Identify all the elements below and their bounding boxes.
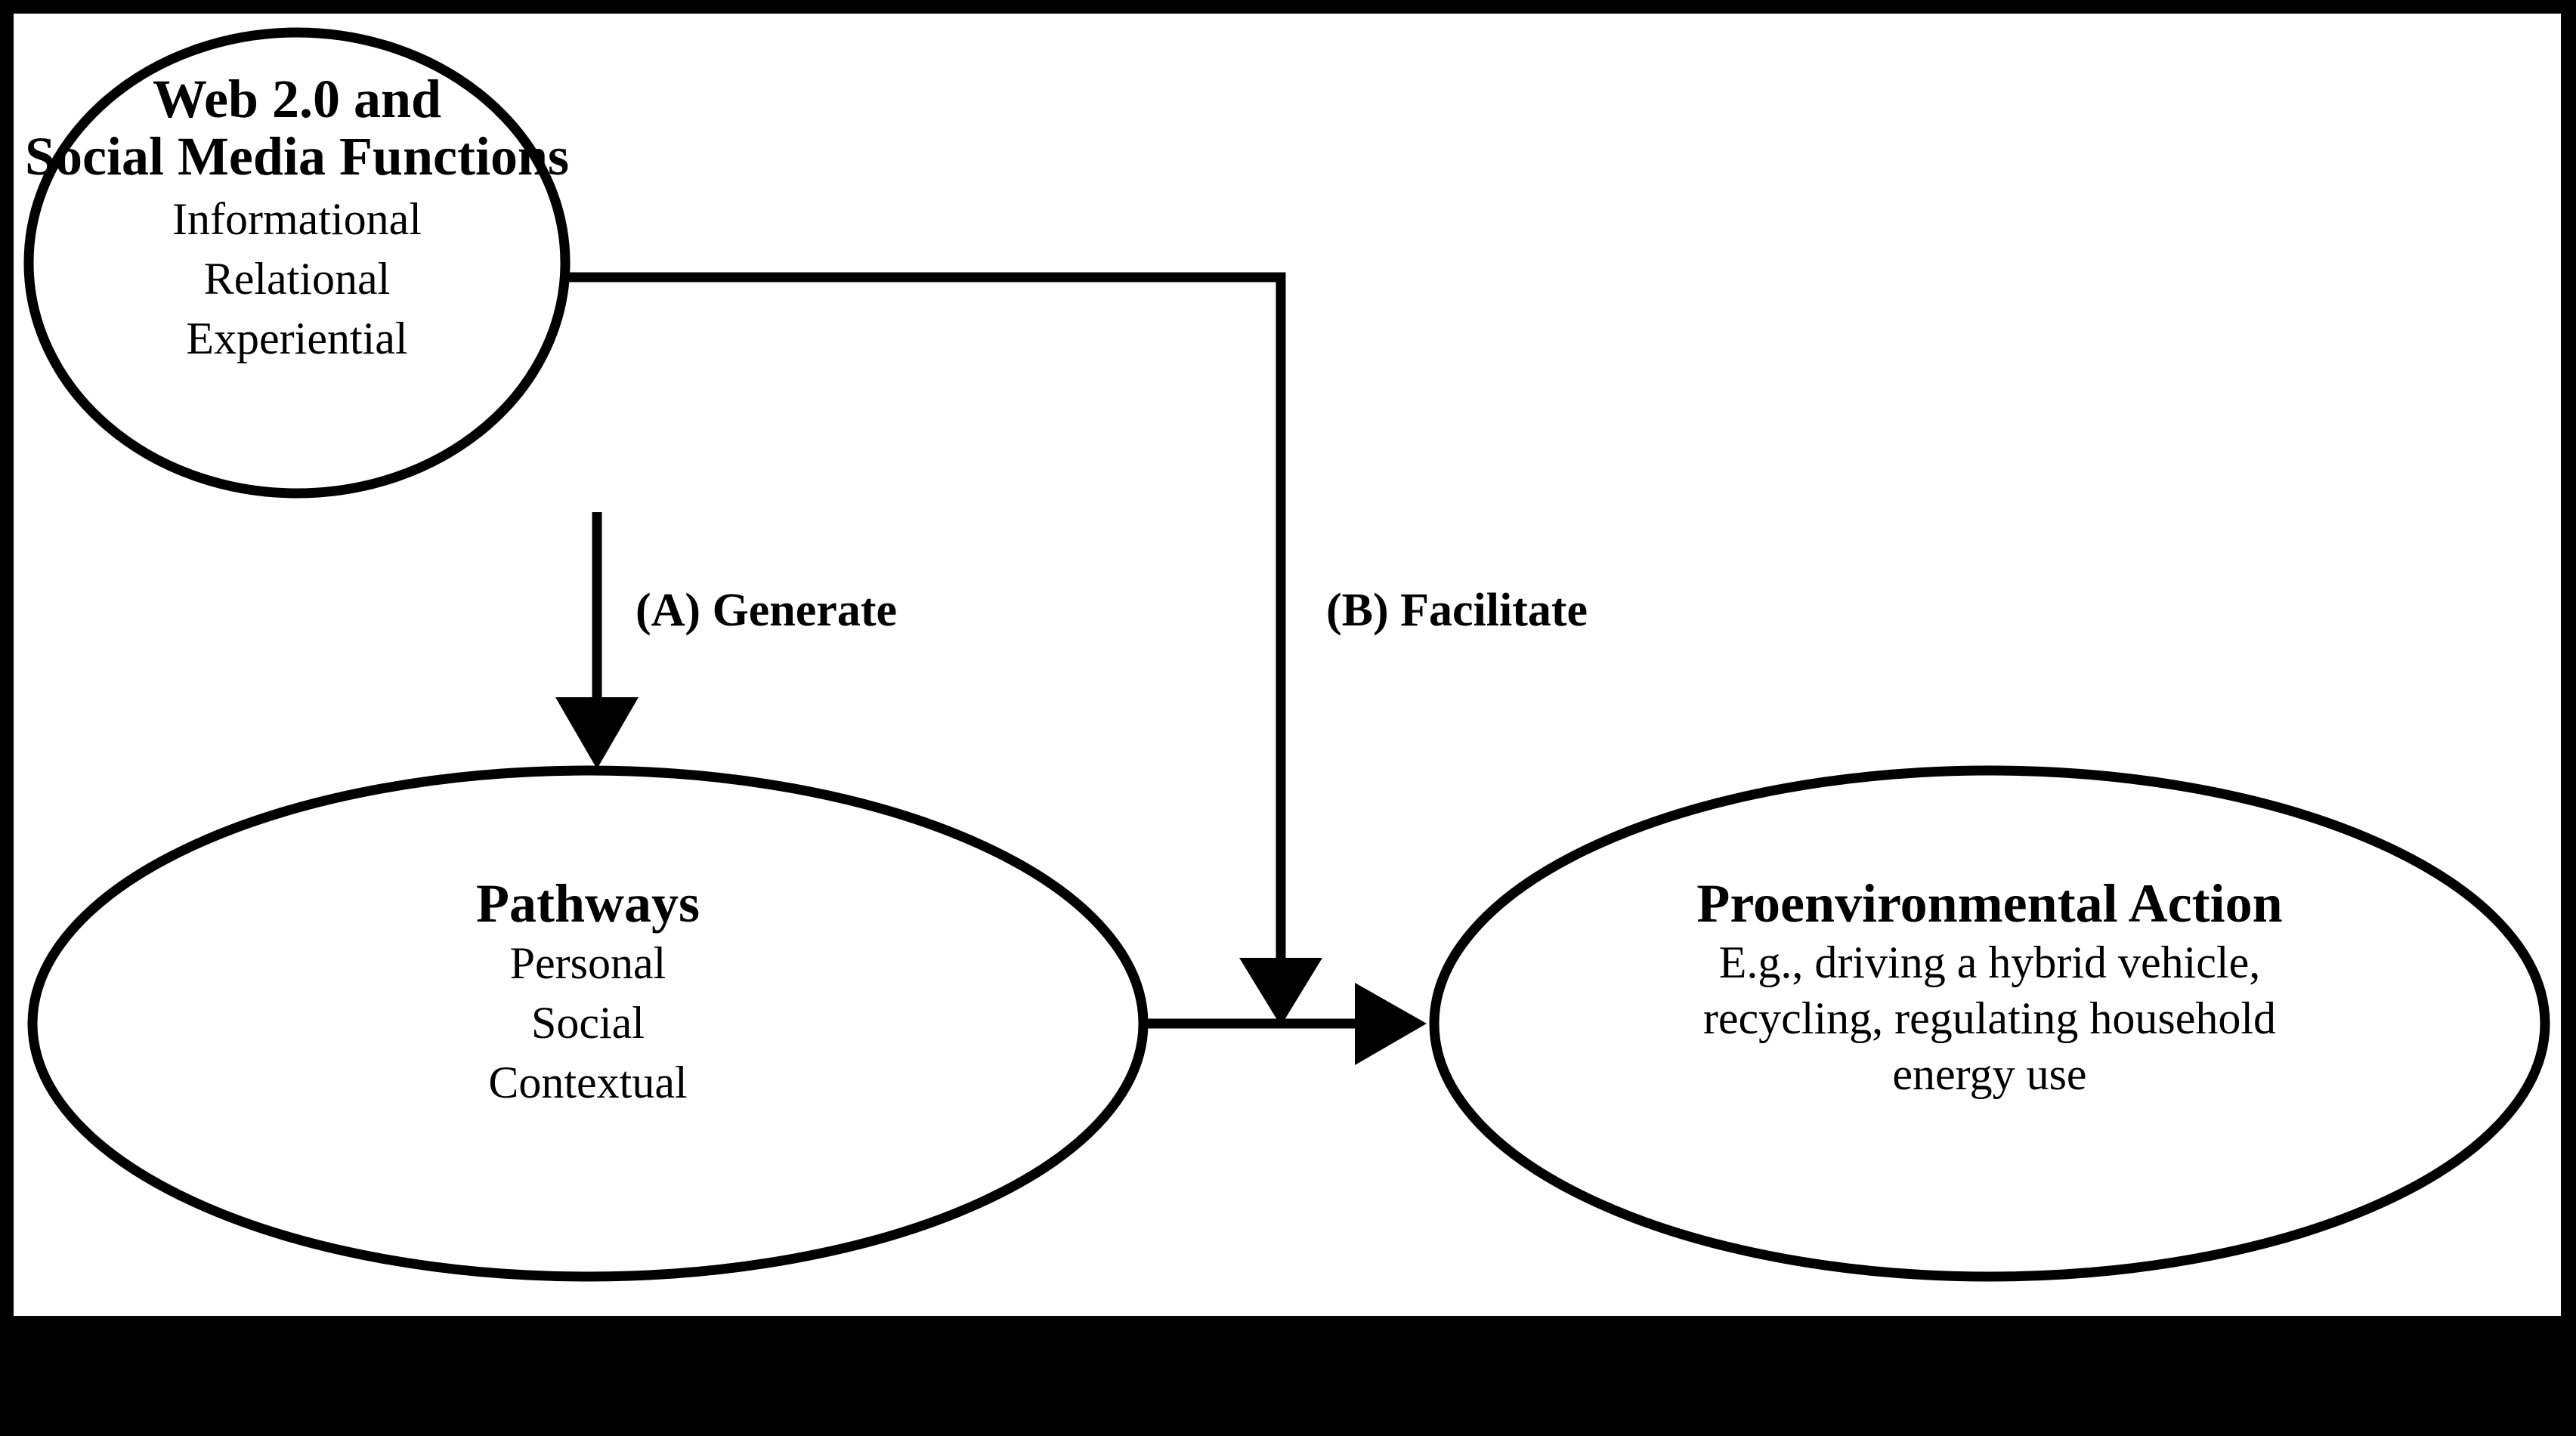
diagram-svg: Web 2.0 and Social Media Functions Infor… [23, 27, 2550, 1282]
edge-b-arrowhead [1239, 958, 1322, 1026]
edge-b-facilitate [535, 272, 1322, 1026]
pathways-node-item-1: Social [531, 998, 645, 1048]
web-node-shape [23, 27, 571, 499]
edge-pathways-to-action [1143, 983, 1427, 1065]
pathways-node-title: Pathways [476, 873, 700, 934]
web-node-title-line2: Social Media Functions [25, 126, 569, 187]
action-node-item-1: recycling, regulating household [1703, 993, 2276, 1043]
node-pathways[interactable]: Pathways Personal Social Contextual [27, 765, 1149, 1282]
node-web-social-media-functions[interactable]: Web 2.0 and Social Media Functions Infor… [23, 27, 571, 499]
action-node-item-0: E.g., driving a hybrid vehicle, [1719, 937, 2260, 987]
edge-c-arrowhead [1355, 983, 1427, 1065]
web-node-item-0: Informational [172, 194, 422, 244]
action-node-title: Proenvironmental Action [1696, 873, 2282, 934]
pathways-node-shape [27, 765, 1149, 1282]
edge-b-path [535, 272, 1286, 984]
web-node-item-1: Relational [204, 254, 391, 304]
edge-a-label: (A) Generate [635, 585, 897, 636]
edge-b-label: (B) Facilitate [1326, 585, 1588, 636]
node-proenvironmental-action[interactable]: Proenvironmental Action E.g., driving a … [1429, 765, 2550, 1282]
action-node-shape [1429, 765, 2550, 1282]
action-node-item-2: energy use [1892, 1049, 2086, 1099]
web-node-title-line1: Web 2.0 and [153, 69, 441, 129]
edge-a-arrowhead [555, 697, 639, 769]
web-node-item-2: Experiential [186, 313, 407, 363]
pathways-node-item-2: Contextual [488, 1058, 687, 1107]
diagram-canvas: Web 2.0 and Social Media Functions Infor… [14, 14, 2561, 1316]
edge-a-generate [555, 512, 639, 769]
pathways-node-item-0: Personal [510, 938, 666, 988]
